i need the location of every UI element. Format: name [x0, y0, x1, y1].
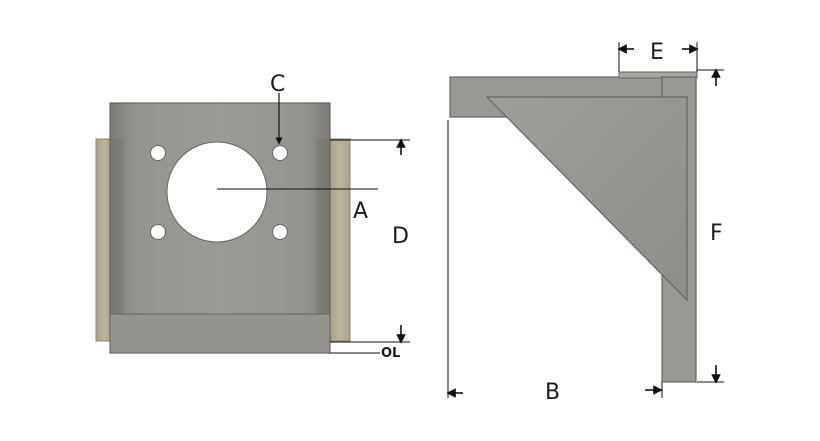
- front-view: A C D OL: [95, 72, 410, 361]
- label-e: E: [650, 40, 664, 65]
- label-a: A: [353, 199, 368, 224]
- side-view: E F B: [446, 40, 724, 405]
- center-bore-hole: [166, 141, 268, 243]
- bottom-bend-band: [109, 313, 331, 354]
- right-shade: [316, 139, 330, 314]
- top-lip: [618, 71, 698, 79]
- mount-hole-top-right: [272, 145, 288, 161]
- gusset: [485, 96, 688, 302]
- right-side-flange: [329, 138, 351, 342]
- label-c: C: [270, 72, 285, 97]
- mount-hole-bottom-right: [272, 224, 288, 240]
- label-d: D: [392, 224, 409, 249]
- mount-hole-top-left: [150, 145, 166, 161]
- left-shade: [110, 139, 124, 314]
- label-b: B: [545, 380, 560, 405]
- label-ol: OL: [381, 346, 400, 361]
- mount-hole-bottom-left: [150, 224, 166, 240]
- label-f: F: [710, 221, 723, 246]
